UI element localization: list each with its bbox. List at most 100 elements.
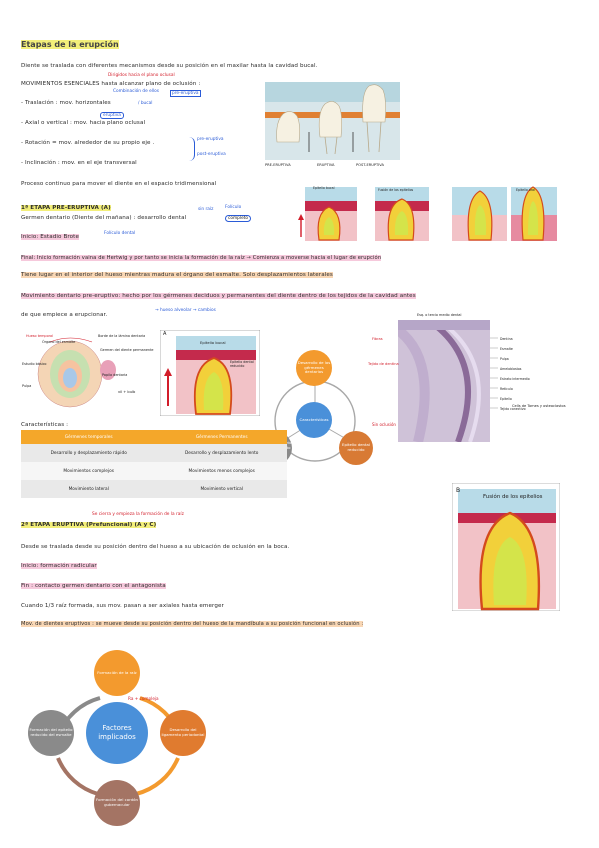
inclinacion-text: - Inclinación : mov. en el eje transvers… [21, 160, 137, 166]
inicio-text: Inicio: Estadio Brote [21, 234, 80, 240]
stage-thumb-1 [297, 185, 362, 243]
microscopy-figure [398, 320, 490, 442]
axial-text: - Axial o vertical : mov. hacia plano oc… [21, 120, 146, 126]
micro-label: Tejido conectivo [500, 407, 526, 411]
label-pre: PRE-ERUPTIVA [265, 163, 291, 167]
micro-label: Ameloblastos [500, 367, 522, 371]
etapa2-desde: Desde se traslada desde su posición dent… [21, 544, 290, 550]
rotacion-note-2: post-eruptiva [197, 152, 226, 157]
note-combination: Combinación de ellos [113, 89, 160, 94]
micro-left-2: Tejido de dentina [368, 362, 399, 366]
etapa2-heading: 2ª ETAPA ERUPTIVA (Prefuncional) (A y C) [21, 522, 157, 528]
brace [188, 137, 195, 161]
diagram1-node-right: Epitelio dental reducido [339, 431, 373, 465]
table-cell: Movimiento lateral [21, 480, 157, 498]
micro-label: Estrato intermedio [500, 377, 530, 381]
micro-left-3: Sin oclusión [372, 422, 396, 427]
stage-top-3: Epitelio oral [516, 188, 535, 192]
micro-right: Cells de Tomes y osteoclastos [512, 404, 566, 408]
panel-a-label: A [163, 331, 167, 337]
note-hueso: → hueso alveolar → cambios [155, 308, 216, 313]
page-title: Etapas de la erupción [21, 40, 119, 49]
table-cell: Desarrollo y desplazamiento lento [156, 444, 287, 462]
inicio-note: Folículo dental [104, 231, 136, 236]
histo-l6: Pulpa [22, 384, 32, 388]
movimiento-text-2: de que empiece a erupcionar. [21, 312, 108, 318]
histo-l5: Papila dentaria [102, 373, 128, 377]
microscopy-leaders [490, 337, 498, 409]
histo-l7: Estudio básico [22, 362, 47, 366]
etapa1-note-sub: sin raíz [198, 207, 214, 212]
histology-figure [20, 332, 148, 412]
factor-top: Formación de la raíz [94, 650, 140, 696]
tiene-body: Tiene lugar en el interior del hueso mie… [21, 272, 333, 278]
completo: completo [225, 215, 252, 222]
etapa1-heading: 1ª ETAPA PRE-ERUPTIVA (A) [21, 205, 111, 211]
micro-label: Epitelio [500, 397, 512, 401]
panel-a-side: Epitelio dental reducido [230, 360, 254, 368]
etapa2-note: Se cierra y empieza la formación de la r… [92, 512, 184, 517]
diagram1-node-top: Desarrollo de los gérmenes dentarios [296, 350, 332, 386]
micro-labels: Dentina Esmalte Pulpa Ameloblastos Estra… [500, 334, 530, 414]
etapa2-mov-body: Mov. de dientes eruptivos : se mueve des… [21, 621, 364, 627]
note-heading: Dirigidos hacia el plano oclusal [108, 73, 175, 78]
table-cell: Movimiento vertical [156, 480, 287, 498]
movimientos-heading: MOVIMIENTOS ESENCIALES hasta alcanzar pl… [21, 81, 201, 87]
micro-left-1: Fibras [372, 337, 383, 341]
panel-a-figure [160, 330, 260, 416]
label-post: POST-ERUPTIVA [356, 163, 384, 167]
histo-l2: Órgano del esmalte [42, 340, 76, 344]
etapa2-mov: Mov. de dientes eruptivos : se mueve des… [21, 621, 364, 627]
factor-right: Desarrollo del ligamento periodontal [160, 710, 206, 756]
traslacion-note: / bucal [138, 101, 153, 106]
movimiento-text: Movimiento dentario pre-eruptivo: hecho … [21, 293, 416, 299]
diagram1-center: Características [296, 402, 332, 438]
factor-left: Formación del epitelio reducido del esma… [28, 710, 74, 756]
factores-center: Factores implicados [86, 702, 148, 764]
etapa2-cuando: Cuando 1/3 raíz formada, sus mov. pasan … [21, 603, 224, 609]
caracteristicas-table: Gérmenes temporales Gérmenes Permanentes… [21, 430, 287, 498]
movimiento-body: Movimiento dentario pre-eruptivo: hecho … [21, 293, 416, 299]
tiene-text: Tiene lugar en el interior del hueso mie… [21, 272, 333, 278]
tooth-phases-figure [265, 82, 400, 160]
rotacion-text: - Rotación = mov. alrededor de su propio… [21, 140, 155, 146]
col-header: Gérmenes Permanentes [156, 430, 287, 444]
fusion-figure [452, 483, 560, 611]
stage-top-2: Fusión de los epitelios [378, 188, 414, 192]
micro-label: Dentina [500, 337, 513, 341]
table-cell: Movimientos menos complejos [156, 462, 287, 480]
final-body: Final: Inicio formación vaina de Hertwig… [21, 255, 382, 261]
germen-text: Germen dentario (Diente del mañana) : de… [21, 215, 187, 221]
fusion-title: Fusión de los epitelios [483, 494, 543, 500]
table-row: Movimientos complejos Movimientos menos … [21, 462, 287, 480]
fusion-label: B [456, 487, 461, 494]
caracteristicas-heading: Características : [21, 422, 69, 428]
rotacion-note-1: pre-eruptiva [197, 137, 224, 142]
factores-note: Ra + compleja [128, 696, 159, 701]
micro-title: Esq. o tercio medio dental [417, 313, 462, 317]
proceso-text: Proceso continuo para mover el diente en… [21, 181, 217, 187]
histo-l1: Hueso temporal [26, 334, 54, 338]
etapa2-inicio-body: Inicio: formación radicular [21, 563, 97, 569]
table-cell: Movimientos complejos [21, 462, 157, 480]
note-pre-eruptiva: pre-eruptiva [170, 90, 201, 97]
traslacion-text: - Traslación : mov. horizontales [21, 100, 111, 106]
panel-a-top: Epitelio bucal [200, 340, 226, 345]
etapa2-inicio: Inicio: formación radicular [21, 563, 97, 569]
final-text: Final: Inicio formación vaina de Hertwig… [21, 255, 382, 261]
histo-l4: Germen del diente permanente [100, 348, 154, 352]
table-row: Desarrollo y desplazamiento rápido Desar… [21, 444, 287, 462]
stage-thumbnails [297, 185, 560, 243]
etapa2-fin: Fin : contacto germen dentario con el an… [21, 583, 166, 589]
stage-thumb-3 [447, 185, 560, 243]
label-erup: ERUPTIVA [317, 163, 335, 167]
micro-label: Esmalte [500, 347, 513, 351]
table-cell: Desarrollo y desplazamiento rápido [21, 444, 157, 462]
table-row: Movimiento lateral Movimiento vertical [21, 480, 287, 498]
etapa2-fin-body: Fin : contacto germen dentario con el an… [21, 583, 166, 589]
micro-label: Retículo [500, 387, 513, 391]
micro-label: Pulpa [500, 357, 509, 361]
factor-bottom: Formación del cordón gubernacular [94, 780, 140, 826]
histo-l8: vil + bulb [118, 390, 136, 394]
etapa1-note-top: Folículo [225, 205, 242, 210]
